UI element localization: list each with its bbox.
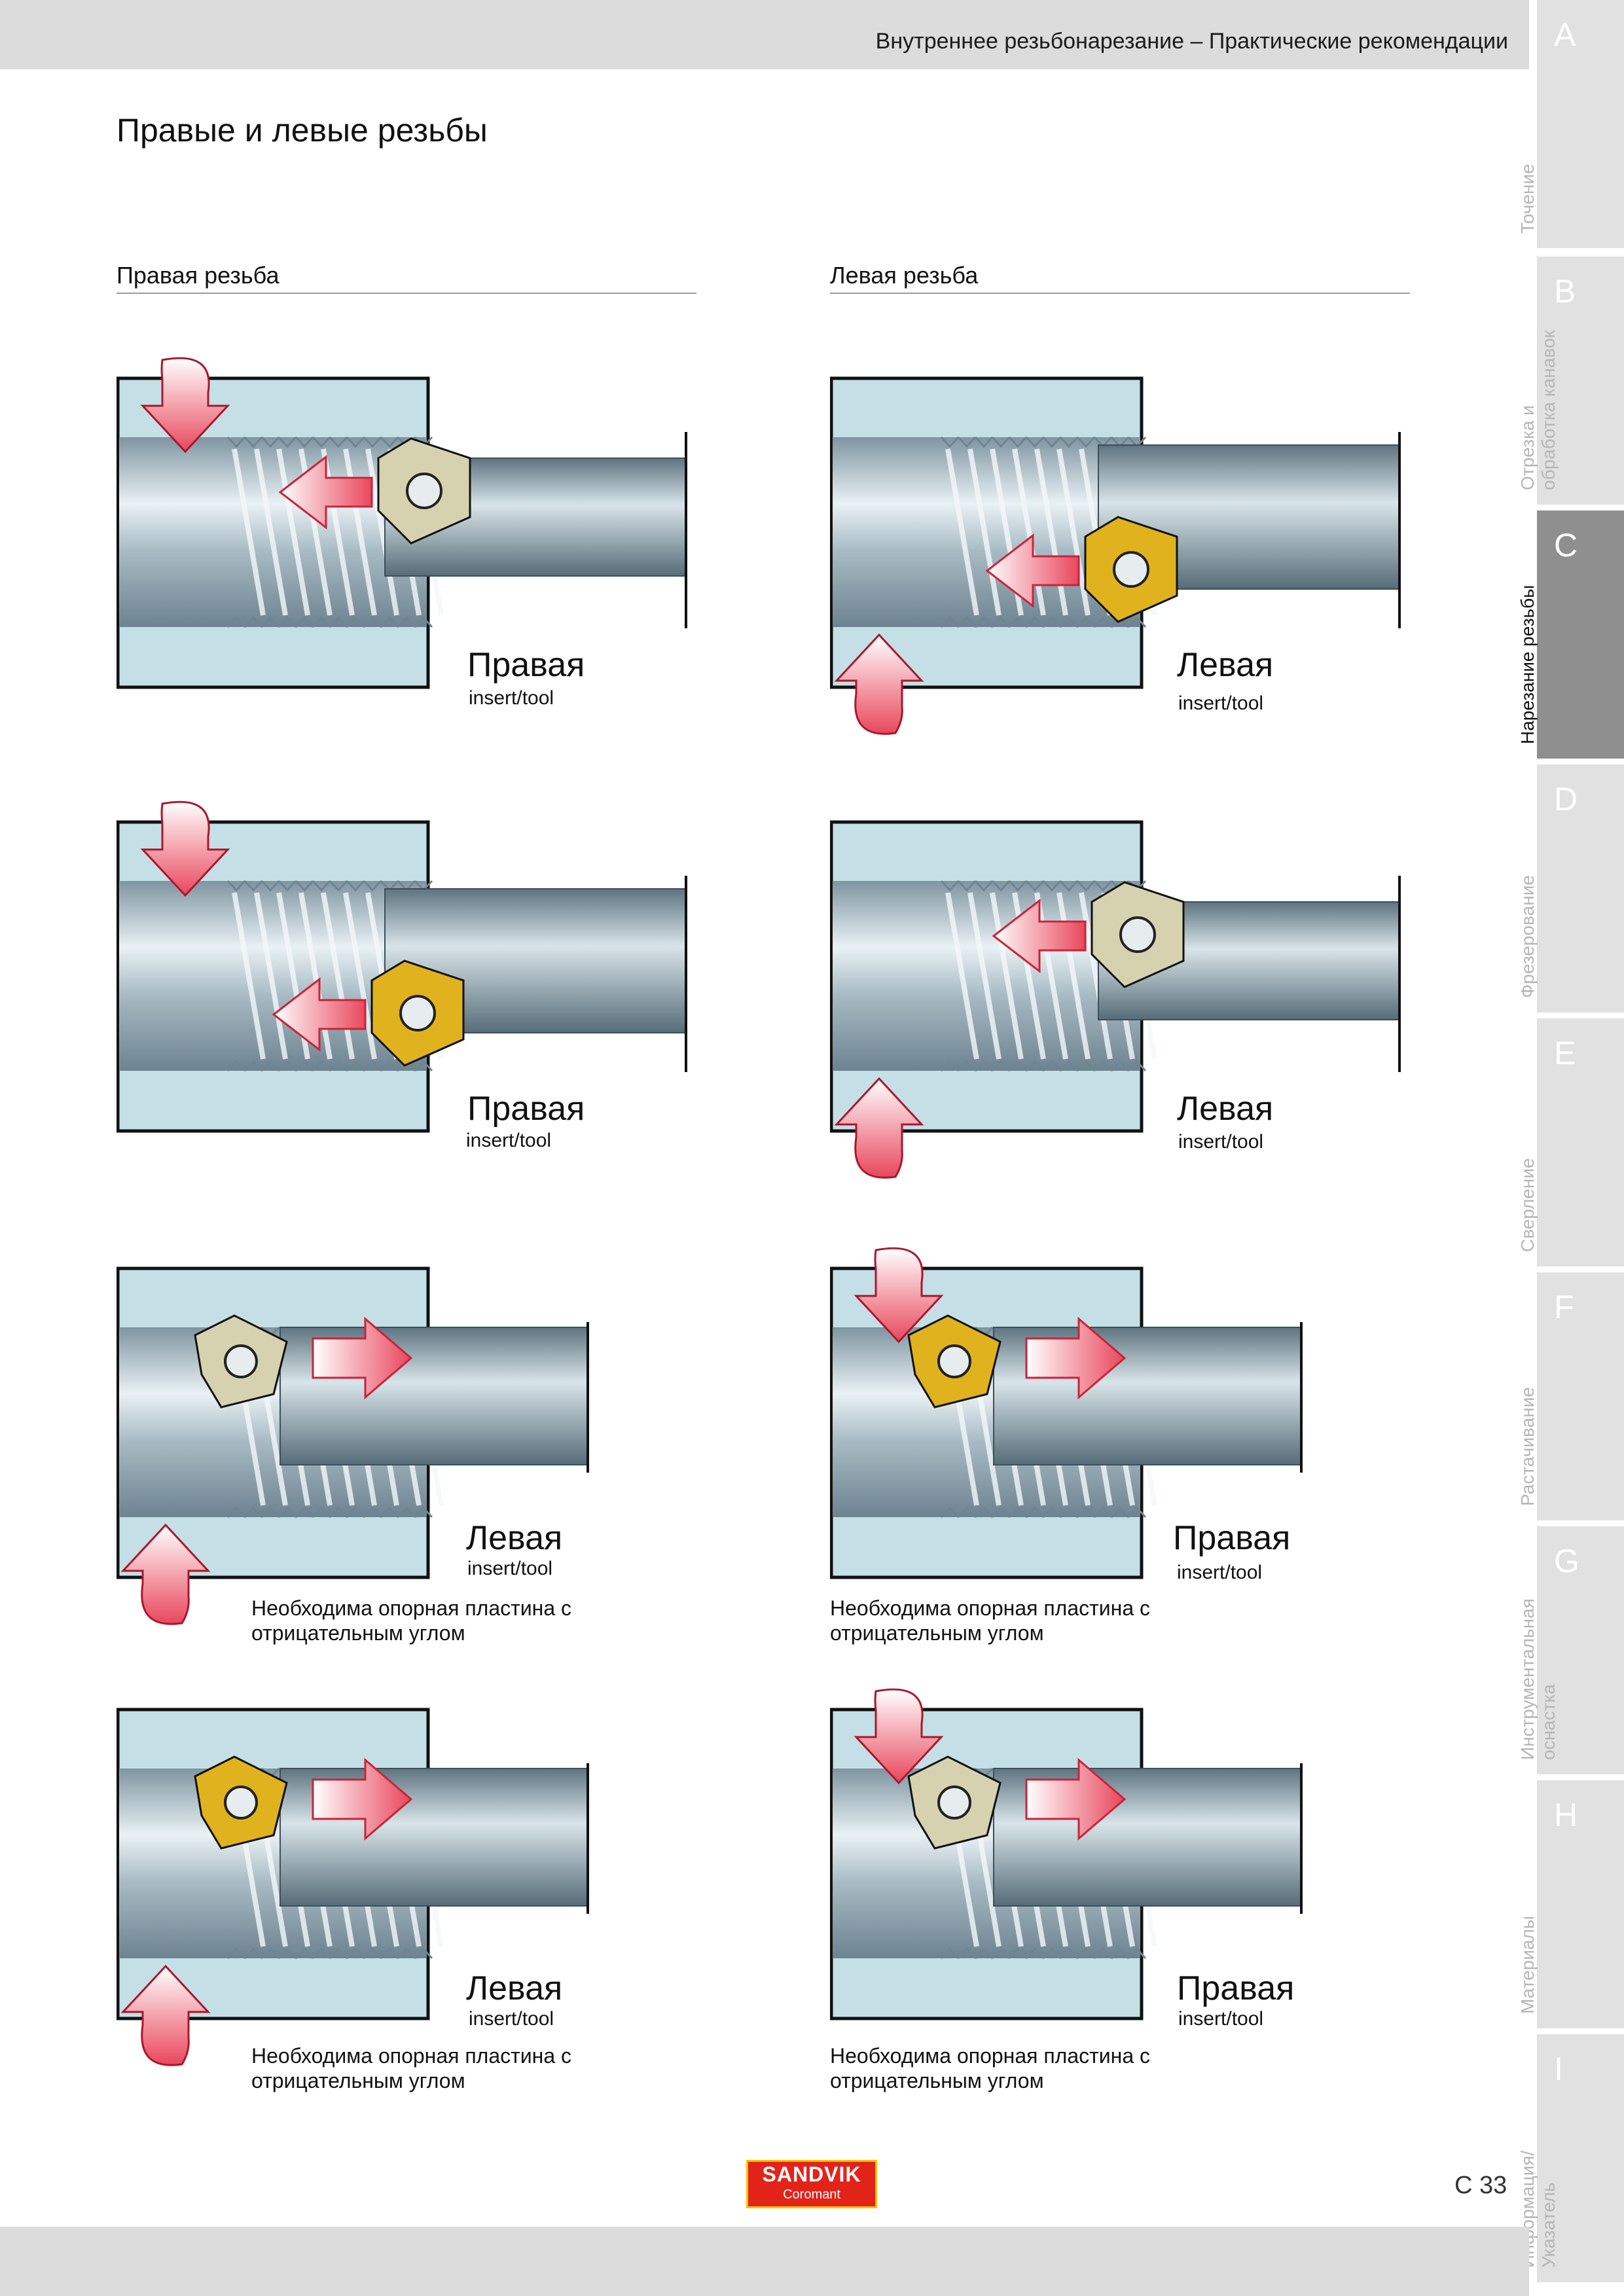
tab-letter: B (1554, 273, 1576, 310)
rotation-arrow (834, 633, 924, 735)
section-tab-a[interactable]: A Точение (1517, 0, 1624, 248)
insert-tool-label: insert/tool (1178, 2008, 1264, 2030)
shim-note-line-1: Необходима опорная пластина с (830, 1596, 1151, 1620)
tab-letter: G (1554, 1543, 1579, 1579)
rotation-arrow (854, 1247, 944, 1344)
hand-label: Левая (1177, 1090, 1274, 1128)
rotation-arrow (120, 1964, 211, 2066)
insert-tool-label: insert/tool (467, 1558, 553, 1579)
sandvik-coromant-logo: SANDVIK Coromant (746, 2160, 877, 2208)
tab-label: Нарезание резьбы (1517, 584, 1538, 744)
insert-tool-label: insert/tool (469, 687, 554, 709)
diagram-illustration (117, 800, 687, 1133)
right-thread-heading: Правая резьба (117, 262, 280, 289)
insert-tool-label: insert/tool (1178, 692, 1264, 714)
section-tab-h[interactable]: H Материалы (1517, 1780, 1624, 2028)
diagram-illustration (117, 1266, 589, 1625)
footer-bar (0, 2227, 1529, 2296)
tab-letter: A (1554, 16, 1576, 53)
tab-label: Фрезерование (1517, 875, 1538, 998)
tab-letter: D (1554, 781, 1578, 817)
section-tab-e[interactable]: E Сверление (1517, 1018, 1624, 1266)
tab-letter: C (1554, 527, 1578, 564)
hand-label: Левая (466, 1969, 563, 2007)
tab-label: Отрезка и обработка канавок (1517, 330, 1559, 490)
tab-letter: F (1554, 1289, 1574, 1325)
tab-label: Инструментальная оснастка (1517, 1598, 1559, 1760)
diagram-illustration (830, 820, 1401, 1179)
tab-label: Точение (1517, 164, 1538, 234)
shim-note-line-1: Необходима опорная пластина с (830, 2044, 1151, 2068)
hand-label: Правая (1177, 1969, 1295, 2007)
section-tab-f[interactable]: F Растачивание (1517, 1272, 1624, 1520)
page-number: C 33 (1454, 2172, 1507, 2199)
shim-note-line-2: отрицательным углом (830, 1621, 1044, 1645)
shim-note-line-2: отрицательным углом (830, 2069, 1044, 2092)
tab-label: Материалы (1517, 1916, 1538, 2014)
section-tab-d[interactable]: D Фрезерование (1517, 764, 1624, 1013)
insert-tool-label: insert/tool (469, 2008, 554, 2030)
hand-label: Левая (466, 1519, 563, 1557)
diagram-illustration (830, 376, 1401, 735)
insert-tool-label: insert/tool (466, 1130, 552, 1151)
hand-label: Левая (1177, 646, 1274, 684)
page-title: Правые и левые резьбы (117, 112, 488, 149)
tab-label: Растачивание (1517, 1387, 1538, 1506)
section-tab-c[interactable]: C Нарезание резьбы (1517, 511, 1624, 759)
header-bar: Внутреннее резьбонарезание – Практически… (0, 0, 1529, 69)
hand-label: Правая (1173, 1519, 1291, 1557)
logo-brand-bottom: Coromant (783, 2187, 840, 2202)
left-heading-rule (830, 293, 1410, 294)
rotation-arrow (854, 1688, 944, 1785)
rotation-arrow (140, 357, 230, 454)
tab-letter: I (1554, 2051, 1563, 2087)
diagram-illustration (830, 1688, 1303, 2020)
rotation-arrow (834, 1077, 924, 1179)
rotation-arrow (120, 1523, 211, 1625)
tab-letter: H (1554, 1797, 1578, 1833)
left-thread-heading: Левая резьба (830, 262, 979, 289)
right-heading-rule (117, 293, 696, 294)
thread-diagram-4: Левая insert/tool (830, 797, 1485, 1203)
diagram-illustration (117, 1708, 589, 2066)
shim-note-line-2: отрицательным углом (251, 2069, 465, 2092)
insert-tool-label: insert/tool (1177, 1562, 1263, 1583)
shim-note-line-1: Необходима опорная пластина с (251, 1596, 572, 1620)
tab-letter: E (1554, 1035, 1576, 1071)
logo-brand-top: SANDVIK (762, 2162, 861, 2186)
thread-diagram-2: Левая insert/tool (830, 353, 1485, 759)
section-tab-b[interactable]: B Отрезка и обработка канавок (1517, 257, 1624, 505)
header-title: Внутреннее резьбонарезание – Практически… (875, 29, 1508, 54)
diagram-illustration (830, 1247, 1303, 1579)
tab-label: Сверление (1517, 1158, 1538, 1252)
rotation-arrow (140, 800, 230, 897)
thread-diagram-1: Правая insert/tool (117, 353, 771, 759)
diagram-illustration (117, 357, 687, 689)
shim-note-line-2: отрицательным углом (251, 1621, 465, 1645)
hand-label: Правая (467, 646, 585, 684)
hand-label: Правая (467, 1090, 585, 1128)
shim-note-line-1: Необходима опорная пластина с (251, 2044, 572, 2068)
section-tab-g[interactable]: G Инструментальная оснастка (1517, 1526, 1624, 1774)
insert-tool-label: insert/tool (1178, 1131, 1264, 1153)
